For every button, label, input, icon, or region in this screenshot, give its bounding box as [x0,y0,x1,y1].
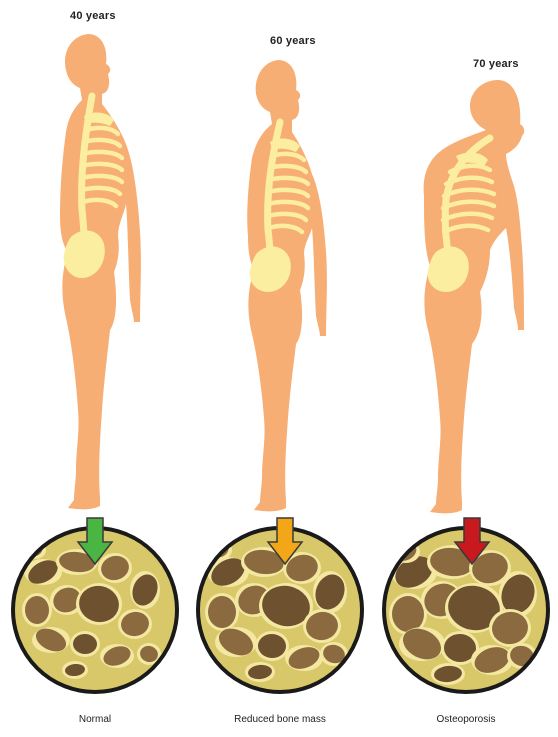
caption-reduced-bone-mass: Reduced bone mass [195,714,365,725]
age-label-70: 70 years [473,58,519,70]
figure-40-years [60,34,141,509]
age-label-60: 60 years [270,35,316,47]
figure-70-years [424,80,525,513]
caption-normal: Normal [10,714,180,725]
age-label-40: 40 years [70,10,116,22]
figure-60-years [247,60,327,511]
caption-osteoporosis: Osteoporosis [381,714,551,725]
